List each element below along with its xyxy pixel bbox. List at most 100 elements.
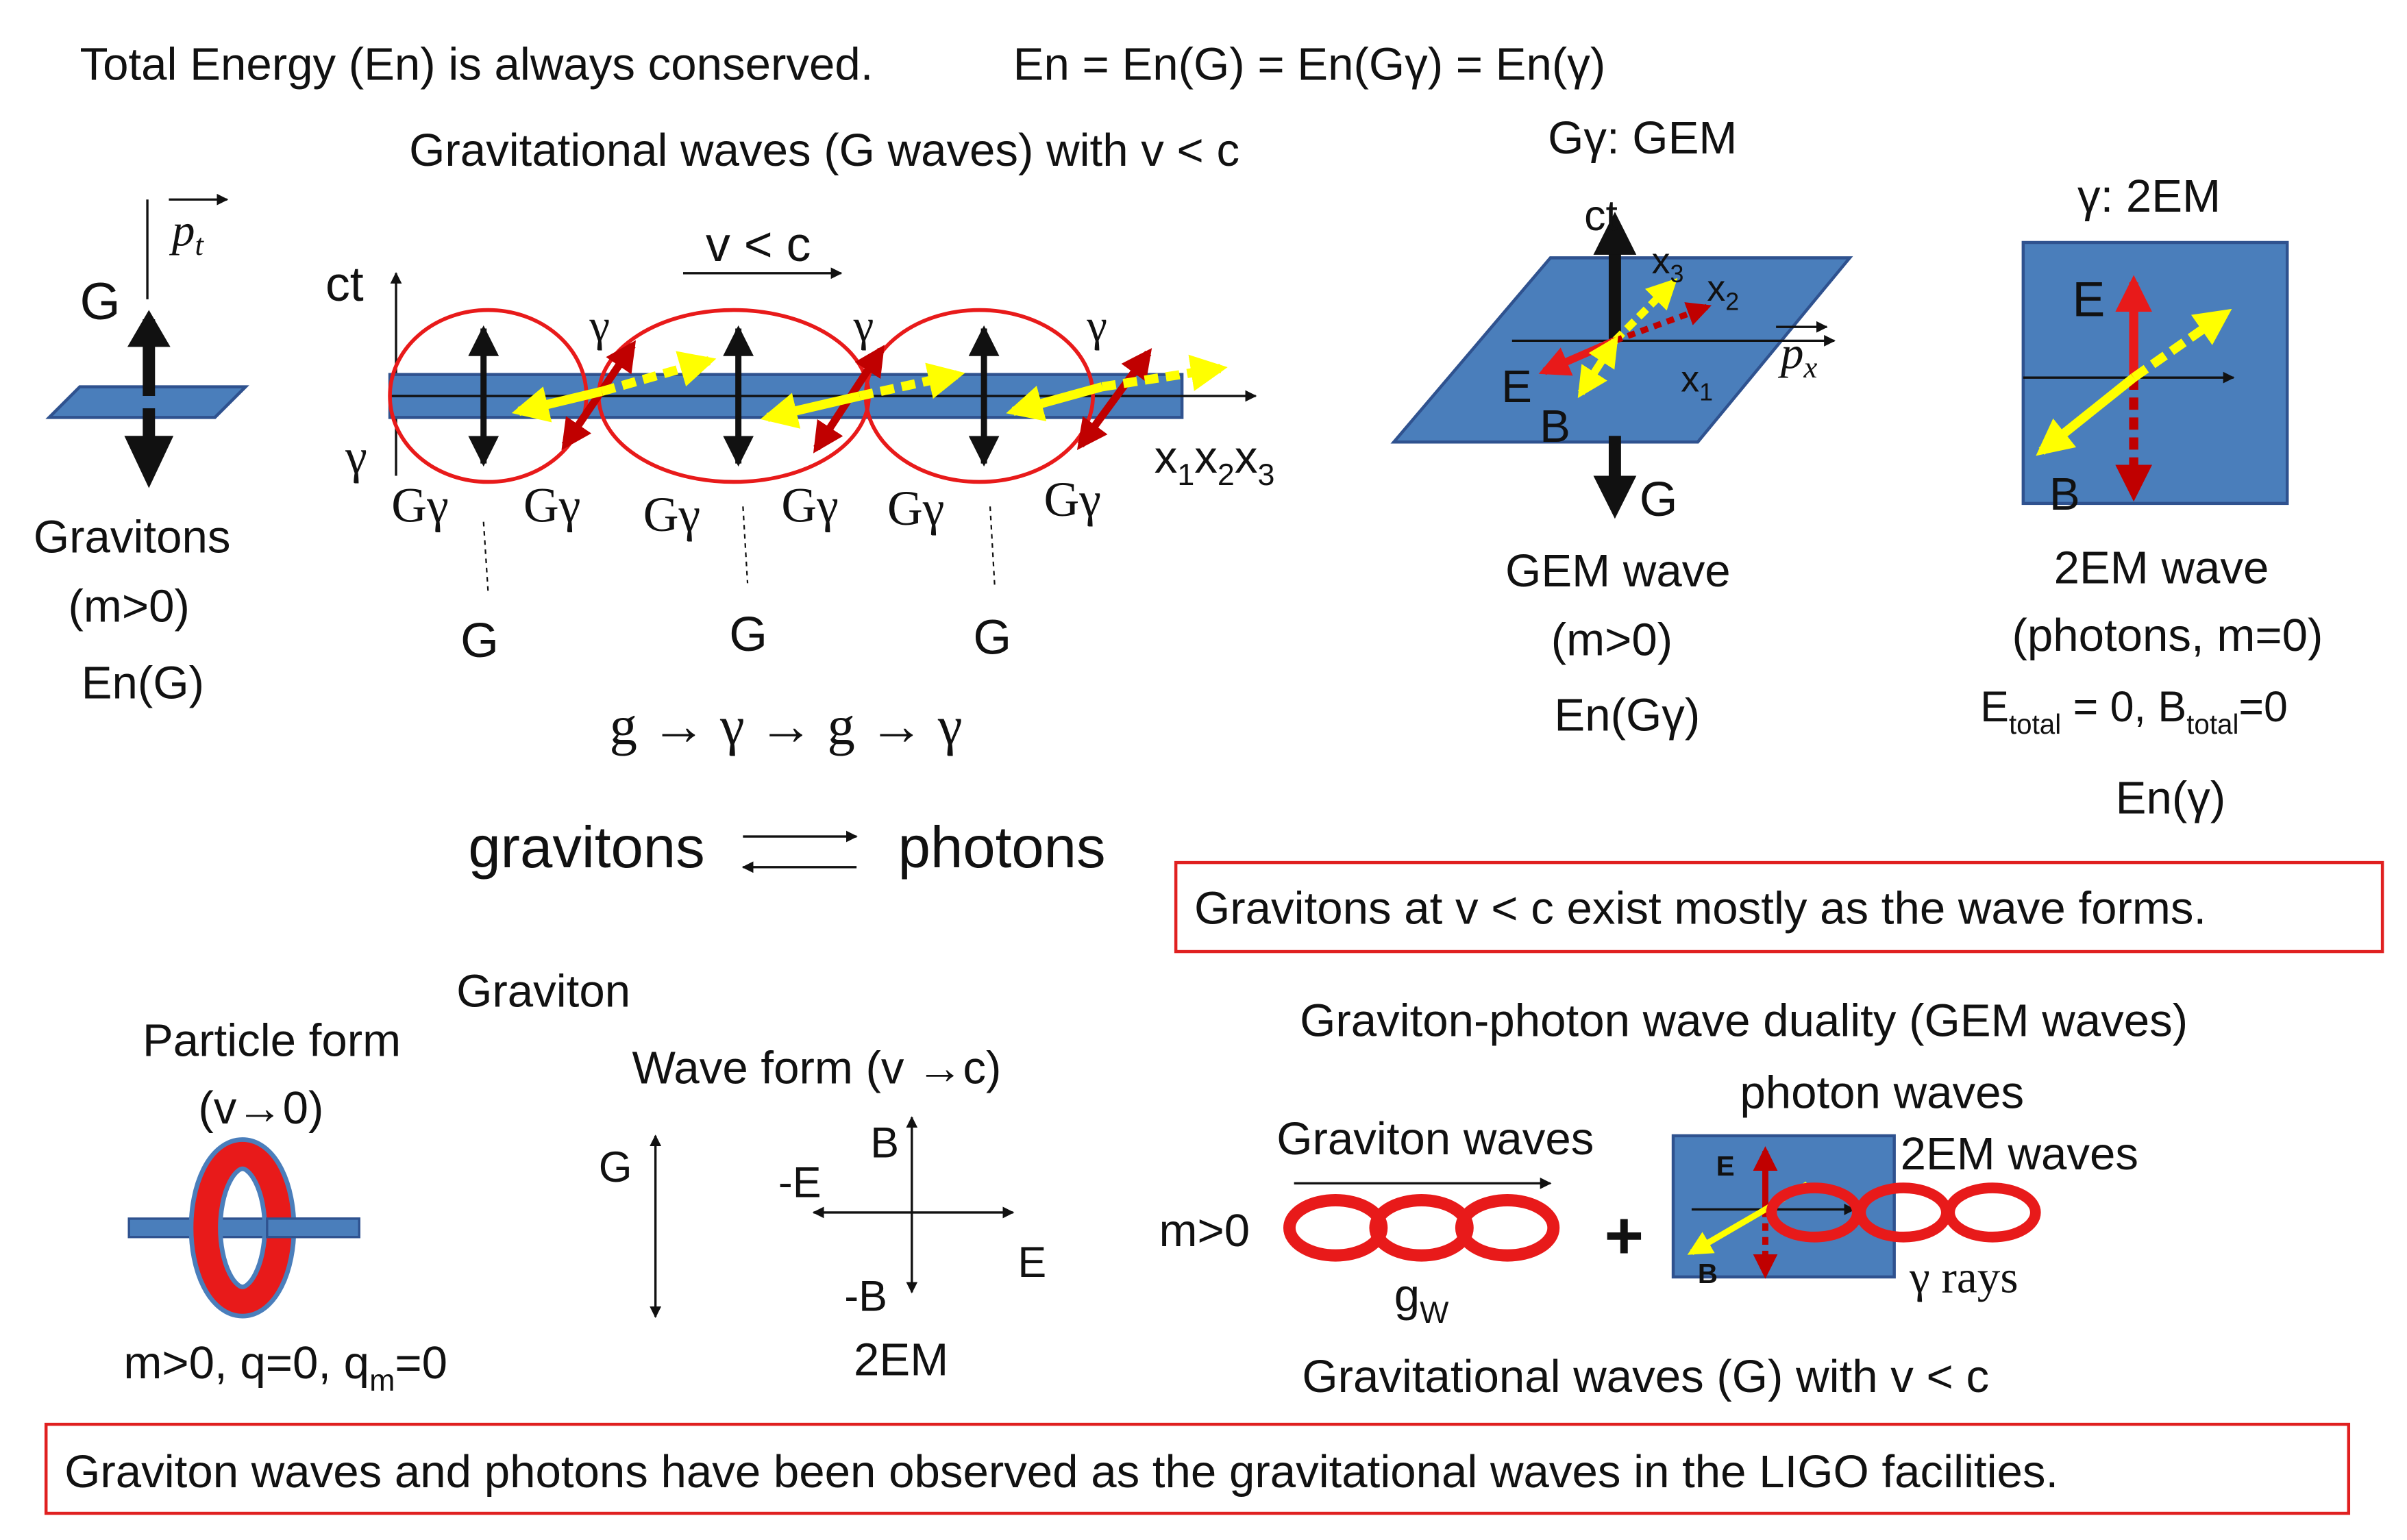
em-e-label: E [2073,273,2106,327]
gamma-label-2: γ [853,299,874,351]
em-b-dashed-arrow [2131,308,2232,382]
b-field-arrow-1 [511,386,603,423]
gem-px-label: px [1778,327,1818,384]
gem-b-label: B [1540,401,1570,452]
gem-panel: Gγ: GEM ct x3 x2 x1 px E B G GEM wave (m… [1390,112,1853,741]
gamma-rays-label: γ rays [1909,1251,2018,1302]
b-field-arrow-dashed-3 [1101,354,1228,392]
note-box-2 [44,1422,2351,1515]
graviton-waves-label: Graviton waves [1276,1113,1594,1165]
note-box-1 [1174,860,2384,954]
gem-g-arrow-icon [1593,475,1637,519]
graviton-forms-section: Graviton Particle form (v→0) m>0, q=0, q… [123,966,1046,1398]
graviton-up-arrow-icon [127,310,171,347]
particle-form-plane-front [266,1217,360,1239]
gravitational-wave-panel: Gravitational waves (G waves) with v < c… [325,125,1274,880]
mass-label: m>0 [1159,1205,1250,1256]
conversion-sequence: g → γ → g → γ [610,696,963,757]
em-wave-caption: 2EM wave [2054,542,2269,593]
wave-form-e-label: E [1017,1239,1046,1287]
em-energy-caption: En(γ) [2116,772,2226,823]
em-panel-square [2021,240,2289,506]
em-total-caption: Etotal = 0, Btotal=0 [1980,683,2288,740]
ct-axis-label: ct [325,257,364,312]
photon-waves-label: photon waves [1740,1067,2024,1119]
graviton-g-label: G [80,273,121,331]
momentum-label: pt [169,204,205,261]
em-waves-label: 2EM waves [1901,1128,2138,1180]
b-field-arrow-dashed-2 [859,362,965,401]
ggamma-label-4: Gγ [781,478,838,533]
gem-wave-caption: GEM wave [1505,545,1731,597]
g-leader-1 [482,521,489,593]
em-b-arrow [2036,373,2137,456]
ggamma-label-5: Gγ [887,481,944,536]
e-field-arrow-3 [1076,348,1152,450]
graviton-section-title: Graviton [456,966,630,1017]
gem-x2-label: x2 [1707,268,1739,315]
photon-e-label: E [1716,1150,1735,1182]
photon-b-arrow [1687,1206,1767,1256]
em-photons-caption: (photons, m=0) [2012,610,2323,661]
graviton-wave-loop-1 [1283,1194,1388,1262]
g-label-2: G [729,607,767,662]
gamma-left-label: γ [345,429,367,484]
em-panel-title: γ: 2EM [2077,171,2221,222]
particle-form-caption: m>0, q=0, qm=0 [123,1337,447,1398]
photon-b-label: B [1698,1258,1718,1289]
x-axis-label: x1x2x3 [1155,432,1275,492]
gem-panel-title: Gγ: GEM [1548,112,1737,164]
photon-wave-loop-3 [1944,1182,2041,1243]
gem-x3-arrow [1612,277,1678,344]
g-label-3: G [973,610,1011,665]
gem-ct-label: ct [1584,192,1618,240]
gravitons-mass-caption: (m>0) [69,580,190,632]
gamma-label-3: γ [1086,299,1107,351]
ggamma-label-3: Gγ [643,487,700,542]
b-field-arrow-dashed-1 [600,351,717,396]
graviton-plane [45,385,249,419]
note-box-1-text: Gravitons at v < c exist mostly as the w… [1194,883,2206,934]
b-field-arrow-3 [1006,382,1104,421]
gravitons-word: gravitons [468,815,704,880]
gravitational-waves-caption: Gravitational waves (G) with v < c [1302,1351,1989,1402]
em-b-label: B [2049,469,2080,520]
gem-mass-caption: (m>0) [1551,614,1672,666]
graviton-particle-panel: pt G Gravitons (m>0) En(G) [34,193,249,708]
gem-x1-label: x1 [1681,358,1713,406]
gravitons-energy-caption: En(G) [82,657,204,708]
wave-form-title: Wave form (v →c) [632,1043,1001,1094]
gem-g-label: G [1640,472,1678,527]
duality-section: Graviton-photon wave duality (GEM waves)… [1159,995,2188,1402]
wave-panel-title: Gravitational waves (G waves) with v < c [409,125,1239,176]
conservation-statement: Total Energy (En) is always conserved. [80,39,874,90]
gem-x3-label: x3 [1652,240,1684,288]
particle-form-title: Particle form [143,1015,401,1066]
g-leader-3 [989,506,996,586]
gem-e-label: E [1501,361,1532,412]
ggamma-label-1: Gγ [391,478,448,533]
b-field-arrow-2 [760,391,861,429]
graviton-wave-loop-3 [1455,1194,1560,1262]
photons-word: photons [898,815,1106,880]
conservation-equation: En = En(G) = En(Gγ) = En(γ) [1013,39,1606,90]
wave-form-neg-b-label: -B [844,1272,887,1320]
graviton-wave-loop-2 [1369,1194,1474,1262]
plus-sign: + [1605,1197,1644,1273]
note-box-2-text: Graviton waves and photons have been obs… [64,1446,2058,1498]
wave-form-neg-e-label: -E [778,1159,822,1207]
wave-form-g-label: G [599,1143,632,1191]
gem-plane [1390,256,1853,444]
graviton-down-arrow-icon [124,436,174,488]
ggamma-label-2: Gγ [523,478,580,533]
ggamma-label-6: Gγ [1044,472,1100,527]
gw-label: gW [1394,1269,1449,1330]
duality-title: Graviton-photon wave duality (GEM waves) [1300,995,2188,1046]
gamma-label-1: γ [589,299,610,351]
particle-form-velocity: (v→0) [198,1082,323,1134]
wave-form-em-label: 2EM [854,1334,948,1385]
gem-x2-arrow [1614,302,1712,344]
gem-energy-caption: En(Gγ) [1554,689,1700,741]
